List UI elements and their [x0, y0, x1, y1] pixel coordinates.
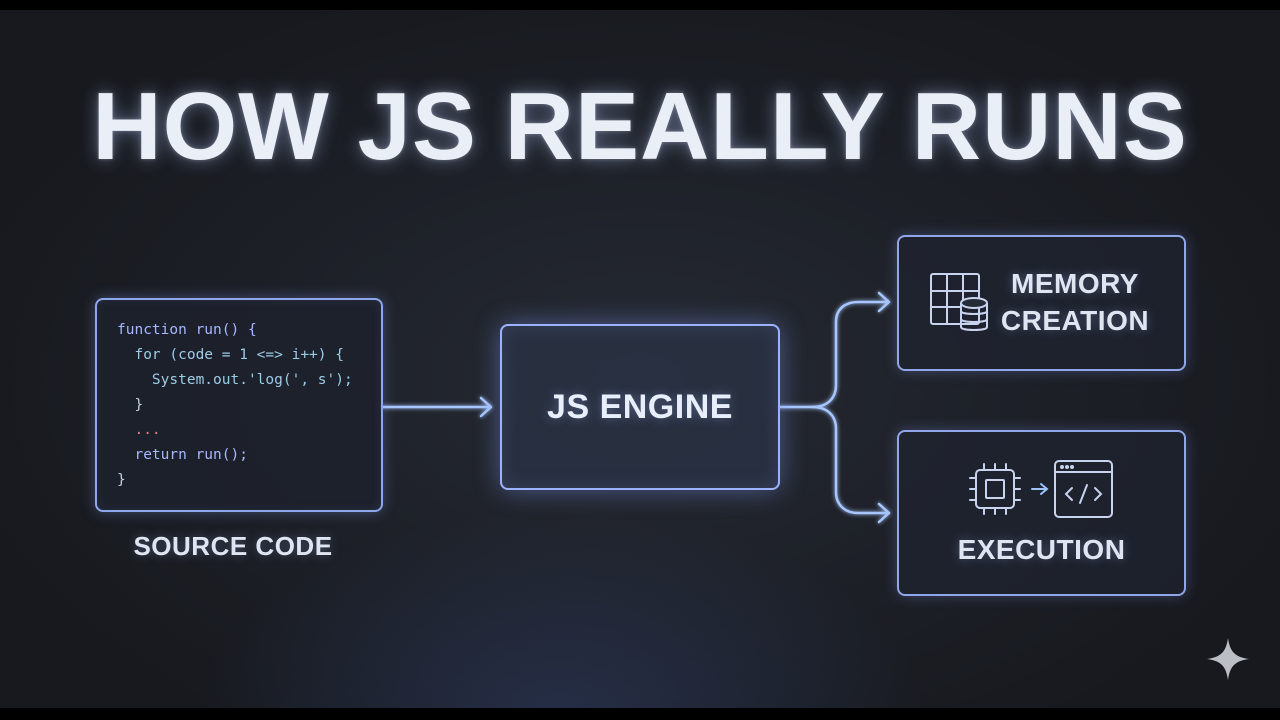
memory-creation-label: MEMORY CREATION: [995, 265, 1155, 339]
code-line-5: ...: [117, 422, 161, 438]
code-line-3: System.out.'log(', s');: [117, 372, 353, 388]
arrow-source-to-engine-head: [479, 396, 493, 418]
sparkle-icon: [1207, 638, 1249, 680]
js-engine-box: [500, 324, 780, 490]
code-line-2: for (code = 1 <=> i++) {: [117, 347, 344, 363]
code-line-7: }: [117, 472, 126, 488]
source-code-label: SOURCE CODE: [133, 531, 333, 561]
letterbox-bottom: [0, 708, 1280, 720]
code-line-4: }: [117, 397, 144, 413]
cpu-chip-icon: [969, 463, 1021, 515]
arrow-engine-split: [778, 300, 890, 409]
code-window-icon: [1054, 460, 1113, 518]
memory-label-line1: MEMORY: [1011, 268, 1139, 299]
arrow-engine-split-lower: [810, 405, 890, 515]
diagram-title: HOW JS REALLY RUNS: [92, 73, 1188, 180]
source-code-box: function run() { for (code = 1 <=> i++) …: [95, 298, 383, 512]
grid-database-icon: [930, 273, 988, 331]
code-block: function run() { for (code = 1 <=> i++) …: [117, 318, 353, 493]
arrow-right-icon: [1031, 483, 1049, 495]
memory-creation-box: [897, 235, 1186, 371]
code-line-6: return run();: [117, 447, 248, 463]
js-engine-label: JS ENGINE: [547, 388, 733, 426]
arrow-to-execution-head: [877, 502, 891, 524]
code-line-1: function run() {: [117, 322, 257, 338]
memory-label-line2: CREATION: [1000, 305, 1150, 336]
letterbox-top: [0, 0, 1280, 10]
execution-box: [897, 430, 1186, 596]
arrow-to-memory-head: [877, 291, 891, 313]
execution-label: EXECUTION: [957, 534, 1126, 565]
